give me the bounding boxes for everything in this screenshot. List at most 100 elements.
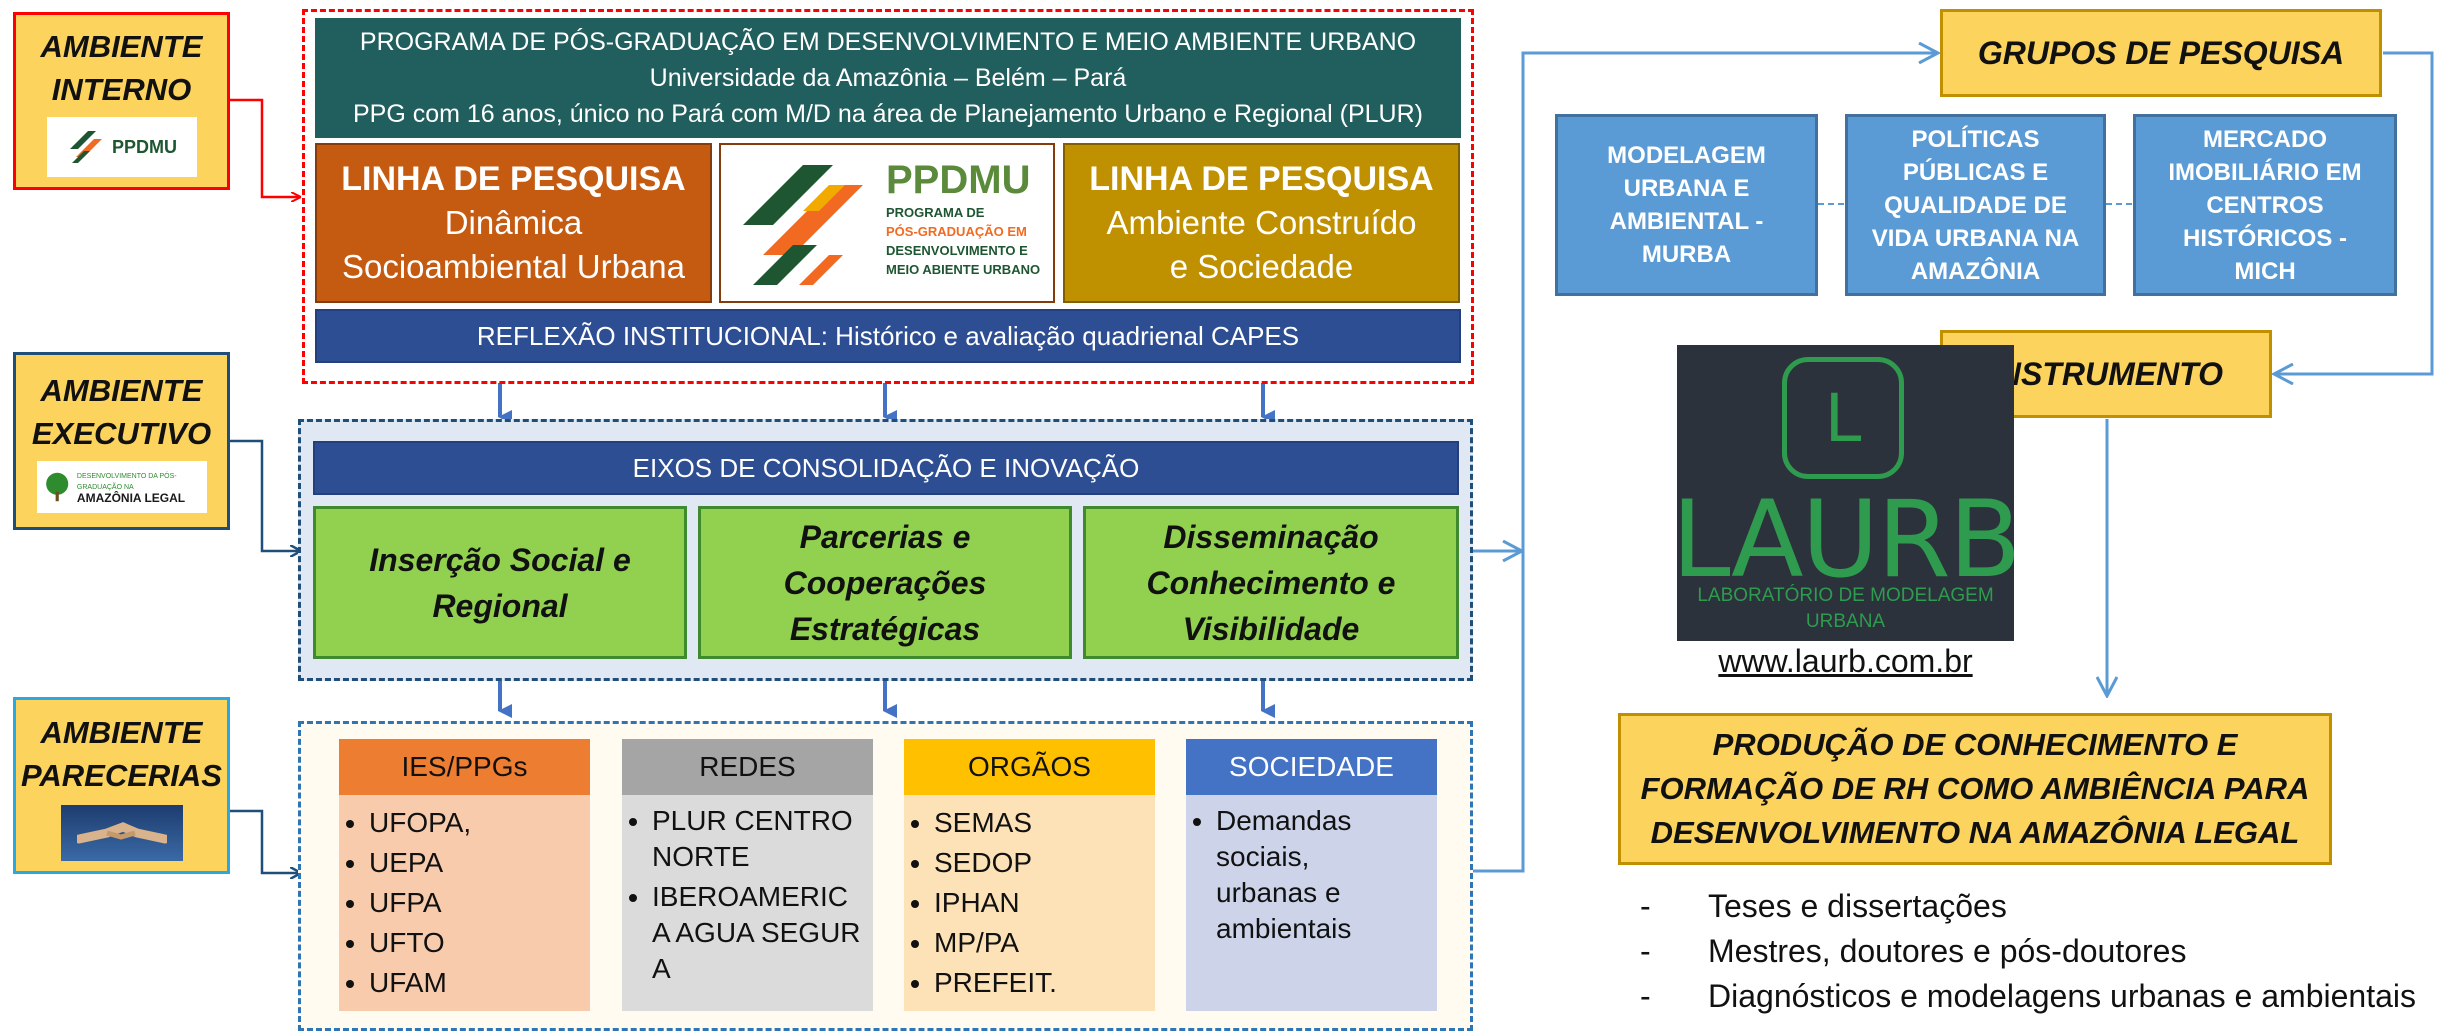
linha1-title: LINHA DE PESQUISA (341, 160, 686, 198)
list-item: SEDOP (934, 843, 1155, 883)
program-description: PPG com 16 anos, único no Pará com M/D n… (352, 100, 1423, 128)
linha2-sub1: Ambiente Construído (1106, 204, 1417, 241)
linha1-sub1: Dinâmica (444, 204, 583, 241)
producao-box: PRODUÇÃO DE CONHECIMENTO E FORMAÇÃO DE R… (1618, 713, 2332, 865)
amazonia-logo-line1: DESENVOLVIMENTO DA PÓS-GRADUAÇÃO NA (76, 472, 177, 491)
list-item: UFOPA, (369, 803, 590, 843)
program-university: Universidade da Amazônia – Belém – Pará (649, 64, 1127, 92)
grupo-politicas-l5: AMAZÔNIA (1910, 257, 2041, 285)
ambiente-interno-line2: INTERNO (51, 72, 192, 107)
grupo-mich-l1: MERCADO (2203, 125, 2327, 153)
partner-header-orgaos: ORGÃOS (904, 739, 1155, 795)
eixo-insercao: Inserção Social e Regional (313, 506, 687, 659)
partner-column-orgaos: ORGÃOS SEMAS SEDOP IPHAN MP/PA PREFEIT. (904, 739, 1155, 1011)
grupo-mich-l4: HISTÓRICOS - (2182, 224, 2347, 252)
grupo-politicas-l3: QUALIDADE DE (1884, 191, 2067, 219)
connector-to-grupos (1473, 53, 1937, 873)
list-item: PREFEIT. (934, 963, 1155, 1003)
ambiente-interno-line1: AMBIENTE (40, 29, 203, 64)
laurb-url-link[interactable]: www.laurb.com.br (1718, 642, 1973, 679)
grupo-politicas: POLÍTICAS PÚBLICAS E QUALIDADE DE VIDA U… (1845, 114, 2106, 296)
linha2-sub2: e Sociedade (1169, 248, 1354, 285)
ambiente-executivo-line1: AMBIENTE (40, 373, 203, 408)
ppdmu-logo-l2: PÓS-GRADUAÇÃO EM (886, 224, 1027, 239)
ppdmu-leaf-icon (69, 131, 102, 163)
eixo2-l1: Parcerias e (799, 518, 971, 555)
ambiente-interno-box: AMBIENTE INTERNO PPDMU (13, 12, 230, 190)
partner-header-sociedade-label: SOCIEDADE (1229, 751, 1394, 782)
linha1-sub2: Socioambiental Urbana (341, 248, 686, 285)
output-item-label: Mestres, doutores e pós-doutores (1708, 933, 2187, 969)
ppdmu-small-logo: PPDMU (46, 117, 197, 177)
output-item-label: Teses e dissertações (1708, 888, 2007, 924)
ppdmu-logo-l3: DESENVOLVIMENTO E (886, 243, 1028, 258)
ambiente-parcerias-box: AMBIENTE PARECERIAS (13, 697, 230, 874)
grupos-title-box: GRUPOS DE PESQUISA (1940, 9, 2382, 97)
list-item: UFPA (369, 883, 590, 923)
laurb-l-badge: L (1782, 357, 1904, 479)
eixo3-l1: Disseminação (1163, 518, 1379, 555)
producao-l3: DESENVOLVIMENTO NA AMAZÔNIA LEGAL (1650, 815, 2300, 850)
eixo1-l1: Inserção Social e (369, 541, 631, 578)
eixo3-l2: Conhecimento e (1146, 564, 1396, 601)
instrumento-box: INSTRUMENTO (1940, 330, 2272, 418)
ambiente-parcerias-line2: PARECERIAS (21, 757, 222, 793)
laurb-logo: L LAURB LABORATÓRIO DE MODELAGEM URBANA (1672, 345, 2021, 641)
grupo-murba-l1: MODELAGEM (1607, 142, 1766, 169)
list-item: UFTO (369, 923, 590, 963)
handshake-image (60, 804, 183, 861)
ambiente-executivo-line2: EXECUTIVO (31, 416, 212, 451)
partner-header-orgaos-label: ORGÃOS (968, 751, 1091, 782)
handshake-icon (76, 821, 167, 843)
partner-column-sociedade: SOCIEDADE Demandas sociais, urbanas e am… (1186, 739, 1437, 1011)
linha2-title: LINHA DE PESQUISA (1089, 160, 1434, 198)
internal-block (302, 9, 1474, 384)
eixos-title-bar: EIXOS DE CONSOLIDAÇÃO E INOVAÇÃO (313, 441, 1459, 495)
eixo3-l3: Visibilidade (1182, 610, 1360, 647)
ppdmu-logo-l4: MEIO ABIENTE URBANO (886, 262, 1041, 277)
grupo-politicas-l2: PÚBLICAS E (1902, 158, 2049, 186)
list-item: UFAM (369, 963, 590, 1003)
partner-header-sociedade: SOCIEDADE (1186, 739, 1437, 795)
ambiente-parcerias-line1: AMBIENTE (40, 714, 203, 750)
list-item: PLUR CENTRO NORTE (652, 803, 865, 875)
connector-interno (230, 98, 300, 197)
eixo1-l2: Regional (432, 587, 568, 624)
tree-icon (45, 472, 68, 502)
amazonia-legal-logo: DESENVOLVIMENTO DA PÓS-GRADUAÇÃO NA AMAZ… (36, 461, 207, 513)
list-item: IBEROAMERICA AGUA SEGURA (652, 879, 865, 987)
linha-pesquisa-2: LINHA DE PESQUISA Ambiente Construído e … (1063, 143, 1460, 303)
grupo-mich-l5: MICH (2234, 257, 2296, 285)
ppdmu-small-logo-text: PPDMU (111, 136, 177, 157)
connector-parcerias (230, 809, 300, 873)
ambiente-executivo-box: AMBIENTE EXECUTIVO DESENVOLVIMENTO DA PÓ… (13, 352, 230, 530)
grupo-murba-l2: URBANA E (1623, 175, 1750, 202)
instrumento-label: INSTRUMENTO (1988, 355, 2224, 392)
eixo2-l3: Estratégicas (789, 610, 981, 647)
eixos-title: EIXOS DE CONSOLIDAÇÃO E INOVAÇÃO (632, 452, 1140, 483)
reflexao-text: REFLEXÃO INSTITUCIONAL: Histórico e aval… (476, 320, 1300, 351)
grupos-title: GRUPOS DE PESQUISA (1977, 34, 2345, 71)
connector-executivo (230, 439, 300, 551)
grupo-murba-l3: AMBIENTAL - (1609, 208, 1764, 235)
eixo-parcerias: Parcerias e Cooperações Estratégicas (698, 506, 1072, 659)
grupo-mich-l2: IMOBILIÁRIO EM (2168, 158, 2362, 186)
partner-header-ies-label: IES/PPGs (401, 751, 528, 782)
output-item: -Teses e dissertações (1640, 884, 2458, 929)
grupo-mich: MERCADO IMOBILIÁRIO EM CENTROS HISTÓRICO… (2133, 114, 2397, 296)
linha-pesquisa-1: LINHA DE PESQUISA Dinâmica Socioambienta… (315, 143, 712, 303)
laurb-url[interactable]: www.laurb.com.br (1677, 641, 2014, 681)
eixo-disseminacao: Disseminação Conhecimento e Visibilidade (1083, 506, 1459, 659)
grupo-murba: MODELAGEM URBANA E AMBIENTAL - MURBA (1555, 114, 1818, 296)
ppdmu-logo-name: PPDMU (886, 158, 1031, 202)
grupo-murba-l4: MURBA (1641, 241, 1732, 268)
laurb-l-letter: L (1824, 379, 1862, 457)
grupo-politicas-l4: VIDA URBANA NA (1871, 224, 2080, 252)
laurb-sub1: LABORATÓRIO DE MODELAGEM (1697, 585, 1994, 606)
output-item: -Diagnósticos e modelagens urbanas e amb… (1640, 974, 2458, 1019)
list-item: Demandas sociais, urbanas e ambientais (1216, 803, 1377, 947)
output-item-label: Diagnósticos e modelagens urbanas e ambi… (1708, 978, 2416, 1014)
list-item: IPHAN (934, 883, 1155, 923)
partner-column-ies: IES/PPGs UFOPA, UEPA UFPA UFTO UFAM (339, 739, 590, 1011)
